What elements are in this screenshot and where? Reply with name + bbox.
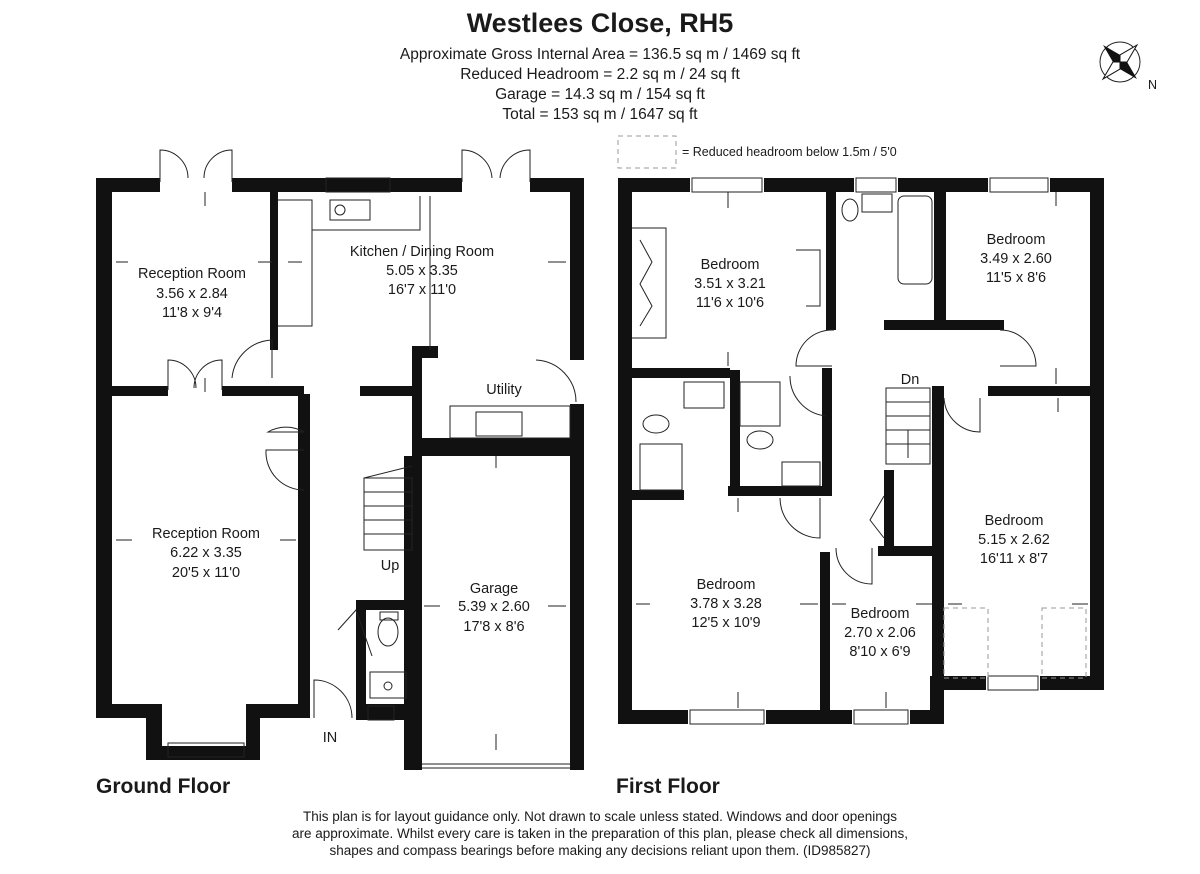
ff-room-label-bedroom-1: Bedroom: [701, 257, 760, 273]
ff-room-label-bedroom-5: Bedroom: [851, 606, 910, 622]
gf-room-imperial-garage: 17'8 x 8'6: [463, 619, 524, 635]
gf-room-label-utility: Utility: [486, 382, 522, 398]
disclaimer: This plan is for layout guidance only. N…: [292, 809, 908, 858]
ff-room-label-bedroom-3: Bedroom: [985, 513, 1044, 529]
ff-room-imperial-bedroom-4: 12'5 x 10'9: [691, 615, 760, 631]
ff-room-metric-bedroom-2: 3.49 x 2.60: [980, 251, 1052, 267]
ff-stairs-down-label: Dn: [901, 372, 920, 388]
disclaimer-line-2: are approximate. Whilst every care is ta…: [292, 826, 908, 841]
ff-room-metric-bedroom-3: 5.15 x 2.62: [978, 532, 1050, 548]
ff-room-imperial-bedroom-1: 11'6 x 10'6: [696, 295, 764, 311]
legend: = Reduced headroom below 1.5m / 5'0: [617, 135, 897, 169]
first-floor-plan: Bedroom 3.51 x 3.21 11'6 x 10'6 Bedroom …: [616, 177, 1104, 798]
reduced-headroom-swatch: [617, 135, 677, 169]
gf-room-label-reception-1: Reception Room: [138, 266, 246, 282]
compass-icon: N: [1099, 41, 1157, 92]
compass-north-label: N: [1148, 78, 1157, 92]
disclaimer-line-3: shapes and compass bearings before makin…: [329, 843, 870, 858]
total-area: Total = 153 sq m / 1647 sq ft: [502, 106, 698, 123]
gf-room-label-reception-2: Reception Room: [152, 526, 260, 542]
ground-floor-plan: Reception Room 3.56 x 2.84 11'8 x 9'4 Ki…: [96, 149, 584, 798]
gf-room-imperial-reception-2: 20'5 x 11'0: [172, 565, 240, 581]
garage-area: Garage = 14.3 sq m / 154 sq ft: [495, 86, 705, 103]
gf-room-imperial-reception-1: 11'8 x 9'4: [162, 305, 222, 321]
ground-floor-label: Ground Floor: [96, 775, 230, 798]
gf-room-metric-reception-2: 6.22 x 3.35: [170, 545, 242, 561]
gross-internal-area: Approximate Gross Internal Area = 136.5 …: [400, 46, 801, 63]
header: Westlees Close, RH5 Approximate Gross In…: [400, 8, 801, 123]
first-floor-label: First Floor: [616, 775, 720, 798]
plan-title: Westlees Close, RH5: [467, 8, 734, 38]
disclaimer-line-1: This plan is for layout guidance only. N…: [303, 809, 897, 824]
ff-room-label-bedroom-4: Bedroom: [697, 577, 756, 593]
ff-room-metric-bedroom-4: 3.78 x 3.28: [690, 596, 762, 612]
legend-text: = Reduced headroom below 1.5m / 5'0: [682, 145, 897, 159]
gf-room-metric-reception-1: 3.56 x 2.84: [156, 286, 228, 302]
gf-entrance-label: IN: [323, 730, 338, 746]
ff-room-imperial-bedroom-5: 8'10 x 6'9: [849, 644, 910, 660]
gf-room-label-kitchen: Kitchen / Dining Room: [350, 244, 494, 260]
gf-room-metric-garage: 5.39 x 2.60: [458, 599, 530, 615]
ff-room-metric-bedroom-5: 2.70 x 2.06: [844, 625, 916, 641]
reduced-headroom-area: Reduced Headroom = 2.2 sq m / 24 sq ft: [460, 66, 740, 83]
gf-room-label-garage: Garage: [470, 581, 518, 597]
gf-stairs-up-label: Up: [381, 558, 400, 574]
ff-room-metric-bedroom-1: 3.51 x 3.21: [694, 276, 766, 292]
ff-room-imperial-bedroom-3: 16'11 x 8'7: [980, 551, 1048, 567]
ff-room-label-bedroom-2: Bedroom: [987, 232, 1046, 248]
gf-room-metric-kitchen: 5.05 x 3.35: [386, 263, 458, 279]
gf-room-imperial-kitchen: 16'7 x 11'0: [388, 282, 456, 298]
ff-room-imperial-bedroom-2: 11'5 x 8'6: [986, 270, 1046, 286]
